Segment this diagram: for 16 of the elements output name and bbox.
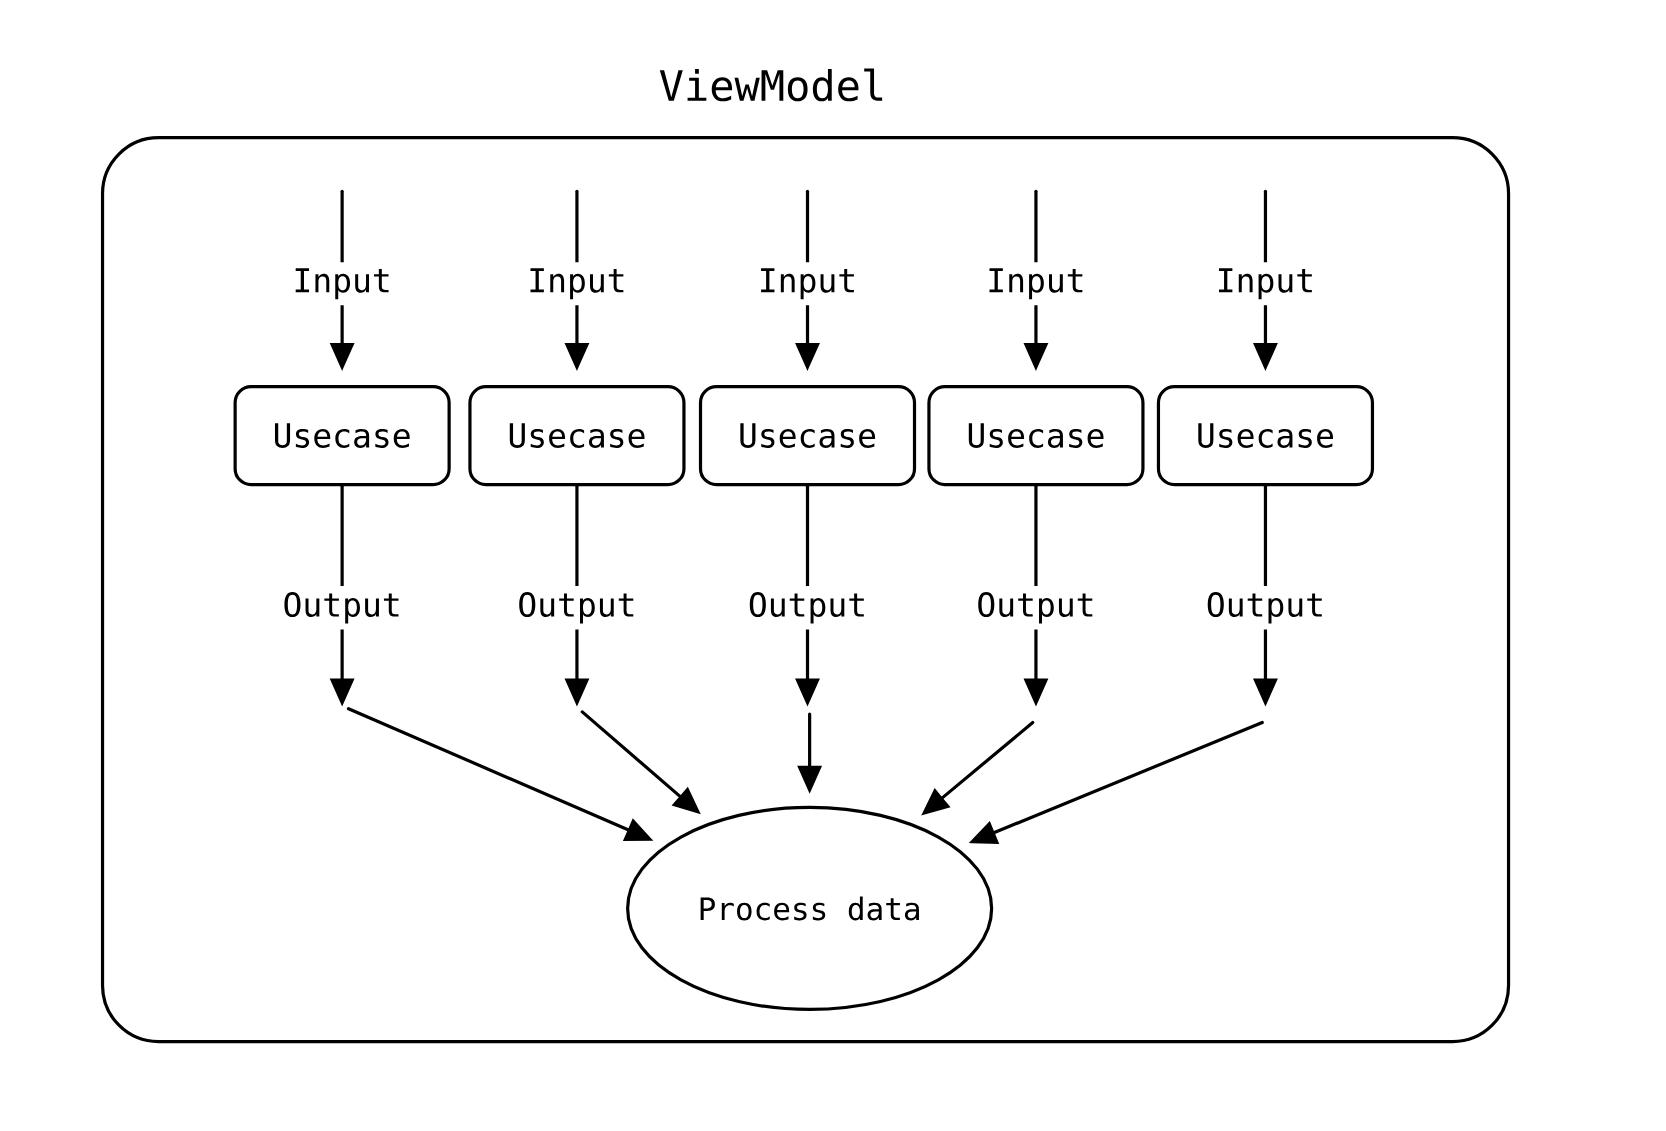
edge-label: Output	[970, 586, 1102, 630]
edge-label: Input	[1209, 262, 1322, 306]
edge-label: Input	[751, 262, 864, 306]
usecase-box: Usecase	[927, 385, 1145, 487]
edge-label: Input	[521, 262, 633, 306]
edge-label: Output	[511, 586, 643, 630]
usecase-box: Usecase	[698, 385, 917, 487]
edge-label: Input	[286, 262, 398, 306]
usecase-box: Usecase	[468, 385, 686, 487]
edge-label: Input	[980, 262, 1092, 306]
edge-label: Output	[1199, 586, 1332, 630]
edge-label: Output	[741, 586, 874, 630]
usecase-box: Usecase	[233, 385, 451, 487]
usecase-box: Usecase	[1156, 385, 1375, 487]
edge-label: Output	[276, 586, 408, 630]
node-label: ViewModel	[659, 68, 883, 102]
